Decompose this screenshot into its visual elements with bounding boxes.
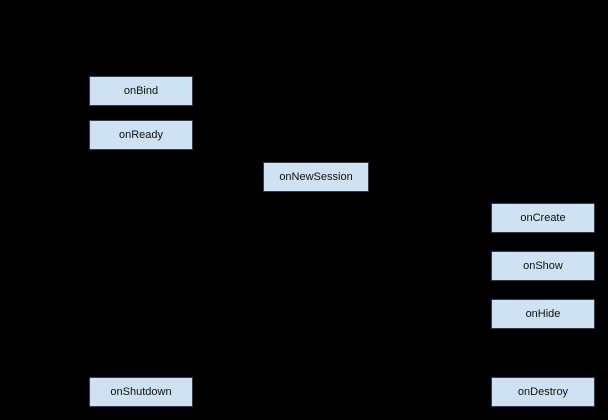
node-onshow: onShow [491,251,595,281]
node-oncreate: onCreate [491,203,595,233]
node-onshutdown: onShutdown [89,377,193,407]
node-onbind: onBind [89,76,193,106]
node-onready: onReady [89,120,193,150]
node-ondestroy: onDestroy [491,377,595,407]
node-onhide: onHide [491,299,595,329]
node-onnewsession: onNewSession [263,162,369,192]
